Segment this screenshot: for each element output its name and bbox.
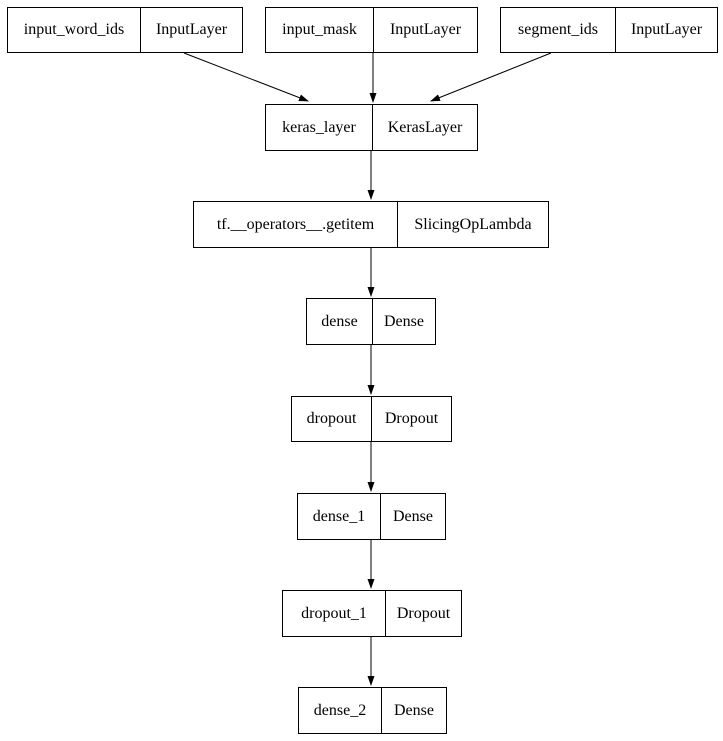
node-dropout_1-name: dropout_1 (283, 591, 386, 636)
node-keras_layer-type: KerasLayer (387, 118, 463, 136)
edge-segment_ids-keras_layer (430, 52, 552, 102)
node-dropout_1-type: Dropout (396, 604, 451, 622)
node-keras_layer: keras_layer KerasLayer (265, 104, 478, 151)
node-input_mask-name: input_mask (266, 8, 374, 52)
node-dense_2-name: dense_2 (299, 688, 382, 733)
node-dropout-type: Dropout (384, 410, 439, 427)
node-input_mask: input_mask InputLayer (265, 7, 478, 53)
node-getitem-name: tf.__operators__.getitem (194, 202, 398, 247)
node-dense: dense Dense (306, 298, 436, 345)
node-dense_2-type: Dense (394, 701, 434, 719)
node-segment_ids-type: InputLayer (630, 21, 703, 38)
node-input_mask-type: InputLayer (389, 21, 462, 38)
node-dropout-name: dropout (292, 397, 372, 441)
node-dropout_1: dropout_1 Dropout (282, 590, 462, 637)
node-dense_1-type: Dense (393, 507, 433, 525)
node-getitem: tf.__operators__.getitem SlicingOpLambda (193, 201, 549, 248)
node-getitem-type: SlicingOpLambda (414, 215, 532, 233)
node-input_word_ids-name: input_word_ids (8, 8, 141, 52)
node-keras_layer-name: keras_layer (266, 105, 373, 150)
node-input_word_ids-type: InputLayer (155, 21, 228, 38)
edge-input_word_ids-keras_layer (183, 52, 309, 102)
node-segment_ids: segment_ids InputLayer (500, 7, 718, 53)
node-dense_1-name: dense_1 (298, 494, 381, 539)
node-dense_2: dense_2 Dense (298, 687, 447, 734)
node-dense-name: dense (307, 299, 373, 344)
node-dense_1: dense_1 Dense (297, 493, 446, 540)
node-dropout: dropout Dropout (291, 396, 452, 442)
node-dense-type: Dense (384, 312, 424, 330)
node-input_word_ids: input_word_ids InputLayer (7, 7, 243, 53)
node-segment_ids-name: segment_ids (501, 8, 616, 52)
